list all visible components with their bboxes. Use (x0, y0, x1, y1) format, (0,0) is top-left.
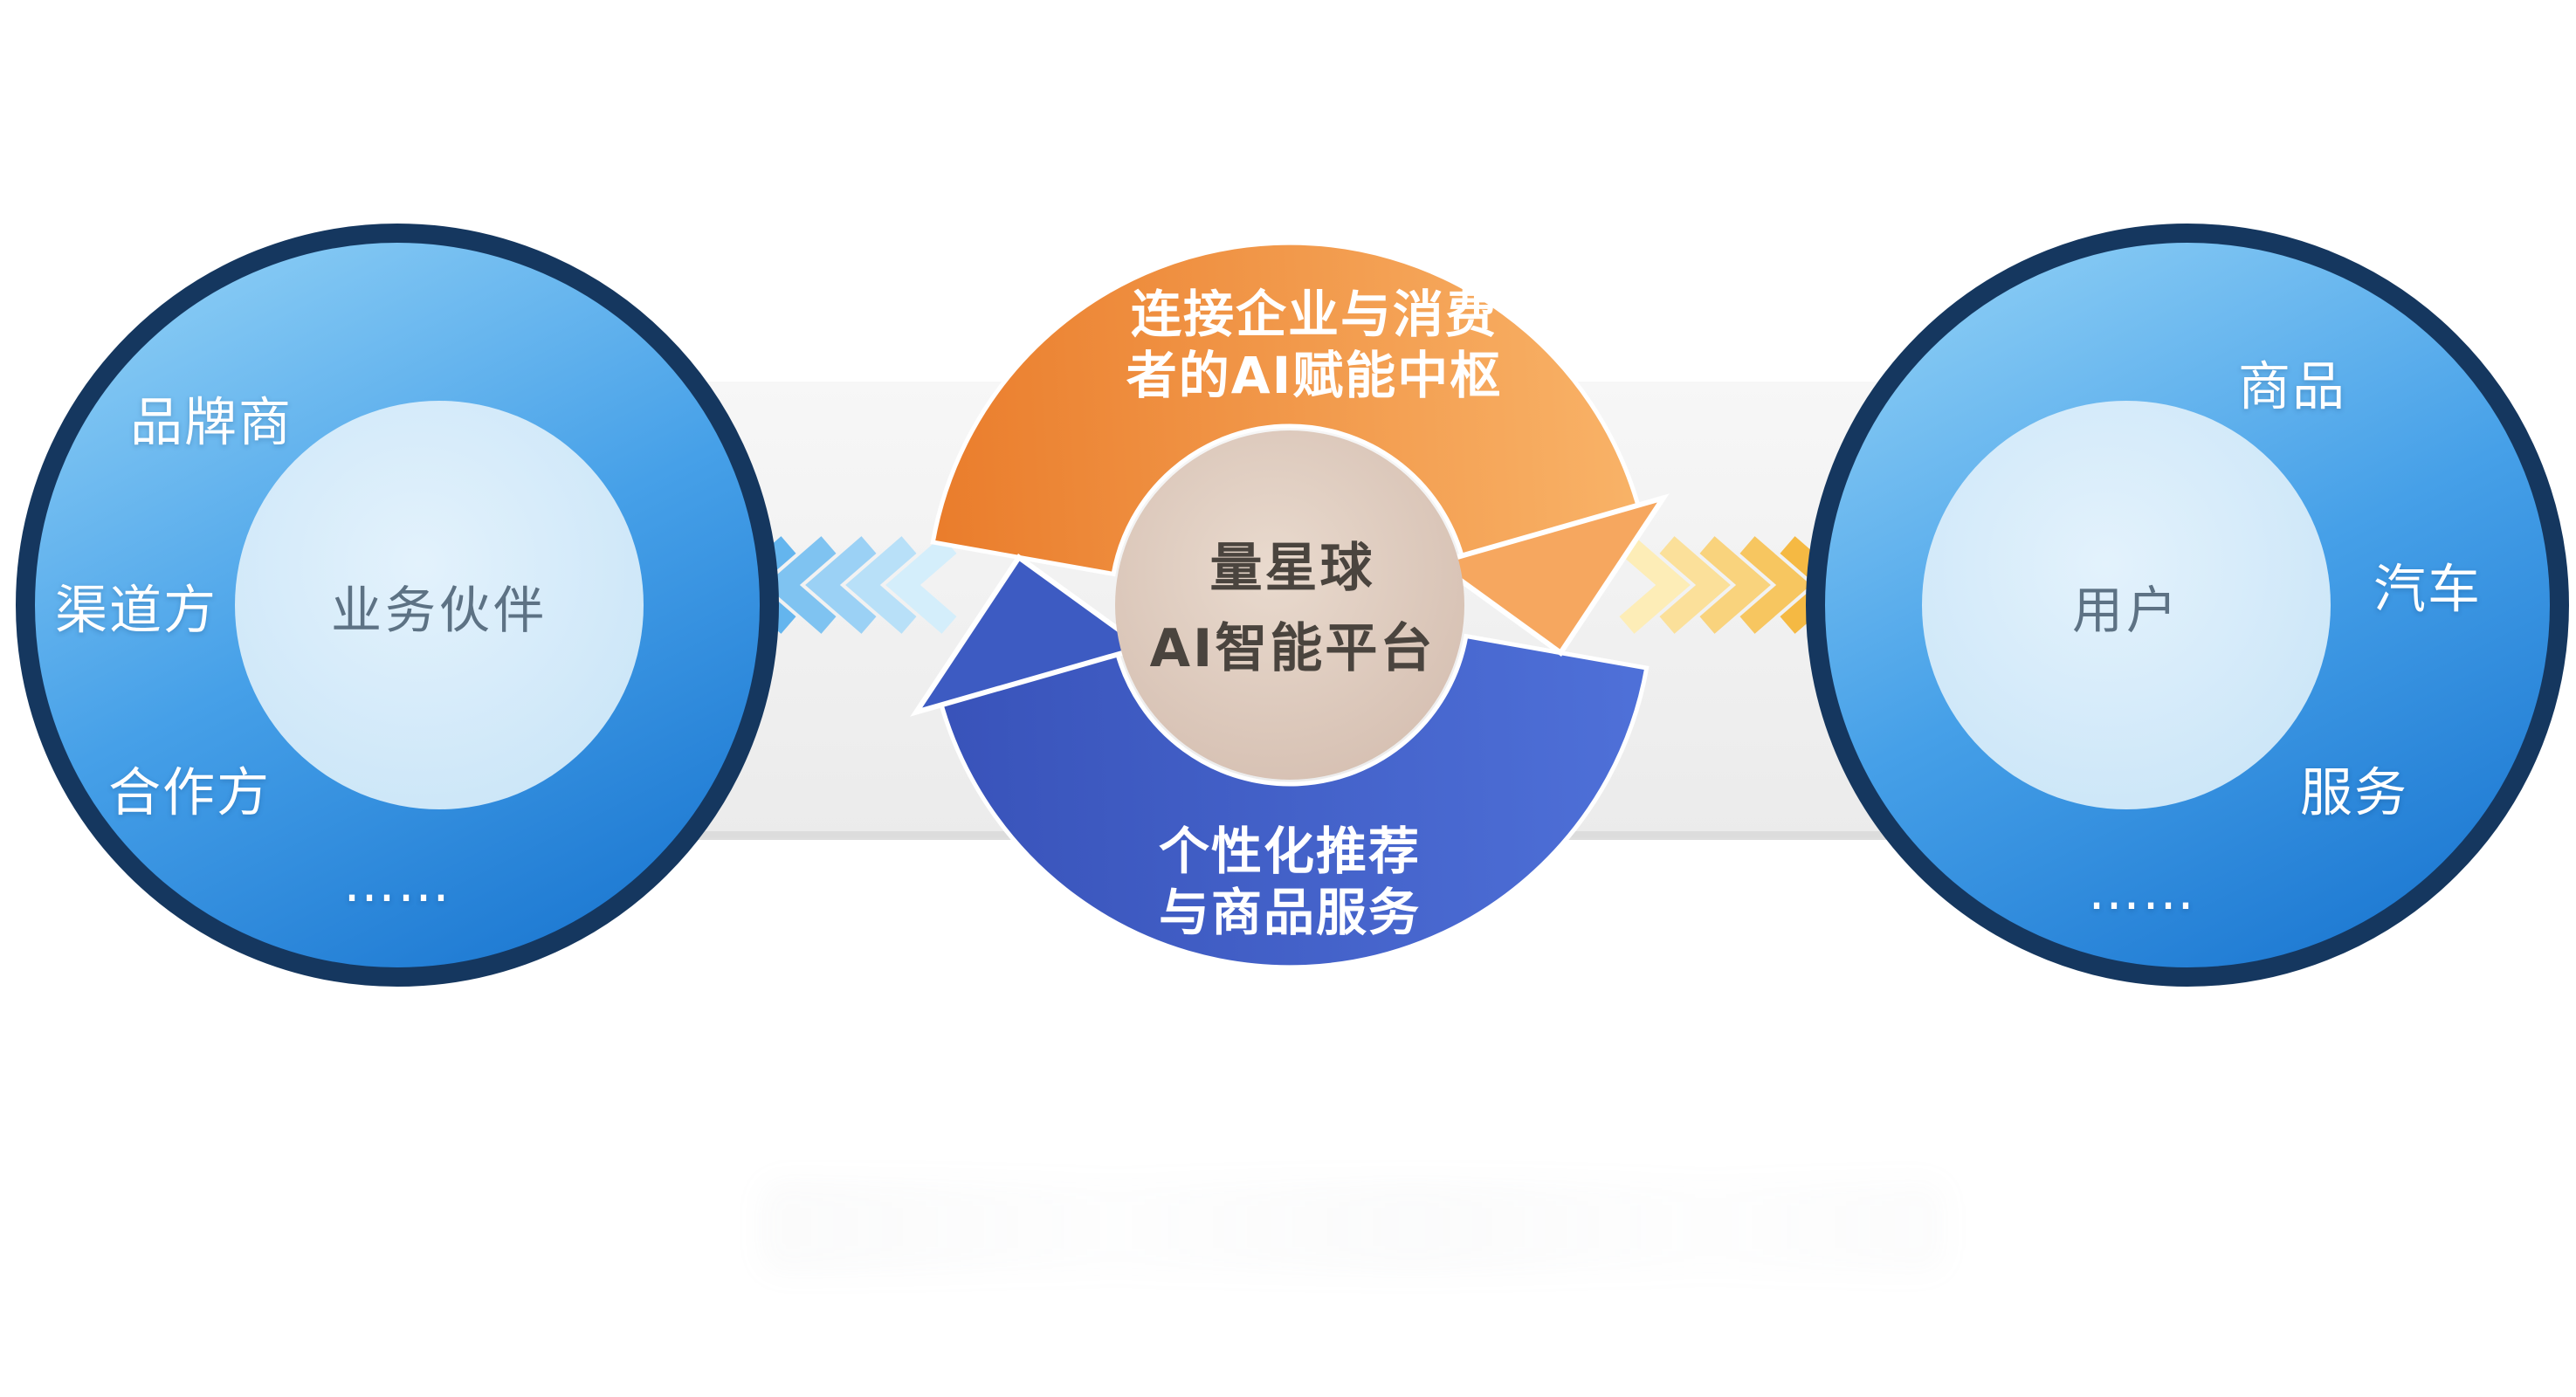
blue-arrowhead-icon (910, 554, 1149, 717)
users-inner-circle (1922, 401, 2331, 809)
chevrons-right-icon (1619, 536, 1851, 634)
circular-flow-ring (910, 240, 1670, 970)
hub-circle (1115, 430, 1464, 780)
orange-arc (930, 240, 1643, 577)
right-item-ellipsis: …… (2088, 861, 2196, 922)
right-item-goods: 商品 (2238, 356, 2346, 418)
right-item-services: 服务 (2300, 762, 2408, 824)
left-item-partner: 合作方 (108, 762, 271, 824)
faint-watermark (760, 1179, 1947, 1275)
bottom-arc-caption-line2: 与商品服务 (1158, 883, 1422, 942)
chevron-right-1 (1619, 536, 1691, 634)
partners-inner-circle (235, 401, 644, 809)
hub-title: 量星球 AI智能平台 (1150, 528, 1436, 689)
bottom-arc-caption: 个性化推荐 与商品服务 (1159, 821, 1421, 943)
bottom-arc-caption-line1: 个性化推荐 (1158, 822, 1422, 881)
chevron-right-2 (1659, 536, 1731, 634)
chevron-left-2 (765, 536, 837, 634)
left-item-ellipsis: …… (343, 853, 451, 914)
top-arc-caption-line2: 者的AI赋能中枢 (1126, 346, 1503, 405)
hub-title-line2: AI智能平台 (1149, 618, 1436, 679)
right-item-cars: 汽车 (2373, 559, 2482, 621)
chevron-right-3 (1699, 536, 1771, 634)
hub-title-line1: 量星球 (1209, 538, 1375, 599)
users-label: 用户 (2071, 581, 2181, 640)
left-item-brand: 品牌商 (130, 392, 293, 454)
chevron-left-5 (885, 536, 957, 634)
chevron-right-4 (1739, 536, 1811, 634)
left-item-channel: 渠道方 (55, 580, 217, 642)
top-arc-caption: 连接企业与消费 者的AI赋能中枢 (1126, 284, 1502, 406)
blue-arc (937, 633, 1650, 970)
chevron-left-3 (805, 536, 877, 634)
orange-arrowhead-icon (1430, 493, 1670, 657)
top-arc-caption-line1: 连接企业与消费 (1130, 285, 1498, 344)
chevron-left-4 (845, 536, 917, 634)
partners-label: 业务伙伴 (330, 581, 548, 640)
